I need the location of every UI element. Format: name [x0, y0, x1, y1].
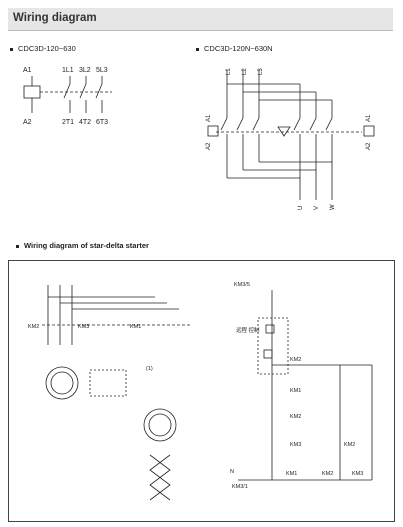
diagram3-km2-contact-2: KM2: [290, 414, 301, 420]
diagram2-coil-a2-right: A2: [366, 142, 372, 150]
diagram3-km3-label: KM3: [78, 324, 89, 330]
diagram2-line-l2: L2: [242, 68, 248, 75]
diagram1-contactor: [23, 76, 112, 113]
diagram3-km2-contact: KM2: [290, 357, 301, 363]
diagram3-km1-contact: KM1: [290, 388, 301, 394]
diagram2-coil-a1-right: A1: [366, 114, 372, 122]
diagram1-top-term-2: 3L2: [79, 67, 91, 74]
diagram2-coil-a2: A2: [206, 142, 212, 150]
heading-cdc3d-text: CDC3D-120~630: [18, 44, 76, 53]
diagram3-km2-contact-3: KM2: [344, 442, 355, 448]
bullet-icon: [196, 47, 199, 51]
diagram1-bottom-term-3: 6T3: [96, 119, 108, 126]
diagram3-km2-label: KM2: [28, 324, 39, 330]
heading-star-delta-text: Wiring diagram of star-delta starter: [24, 241, 149, 250]
diagram3-km1-label: KM1: [130, 324, 141, 330]
diagram2-output-u: U: [298, 206, 304, 210]
title-bar: Wiring diagram: [8, 8, 393, 31]
diagram3-km3-1-label: KM3/1: [232, 484, 248, 490]
diagram2-wiring: [207, 70, 375, 200]
diagram3-km3-5-label: KM3/5: [234, 282, 250, 288]
diagram1-top-term-1: 1L1: [62, 67, 74, 74]
diagram3-km3-coil-label: KM3: [352, 471, 363, 477]
heading-cdc3d-n: CDC3D-120N~630N: [196, 44, 273, 53]
diagram1-a2-label: A2: [23, 119, 32, 126]
heading-star-delta: Wiring diagram of star-delta starter: [16, 241, 149, 250]
diagram3-chinese-label: 远程 控制: [236, 326, 260, 334]
star-delta-frame: [8, 260, 395, 522]
diagram2-output-v: V: [314, 206, 320, 210]
bullet-icon: [10, 47, 13, 51]
diagram2-coil-a1: A1: [206, 114, 212, 122]
diagram3-wiring: [42, 285, 373, 501]
diagram1-top-term-3: 5L3: [96, 67, 108, 74]
diagram1-bottom-term-2: 4T2: [79, 119, 91, 126]
diagram2-line-l1: L1: [226, 68, 232, 75]
heading-cdc3d: CDC3D-120~630: [10, 44, 76, 53]
diagram3-km1-coil-label: KM1: [286, 471, 297, 477]
page-title: Wiring diagram: [13, 12, 97, 24]
diagram1-bottom-term-1: 2T1: [62, 119, 74, 126]
heading-cdc3d-n-text: CDC3D-120N~630N: [204, 44, 273, 53]
diagram1-a1-label: A1: [23, 67, 32, 74]
diagram3-km3-contact: KM3: [290, 442, 301, 448]
diagram2-line-l3: L3: [258, 68, 264, 75]
bullet-icon: [16, 244, 19, 248]
diagram2-output-w: W: [330, 204, 336, 210]
diagram3-n-label: N: [230, 469, 234, 475]
diagram3-km2-coil-label: KM2: [322, 471, 333, 477]
diagram1-coil: [23, 85, 41, 99]
diagram3-paren-1: (1): [146, 366, 153, 372]
